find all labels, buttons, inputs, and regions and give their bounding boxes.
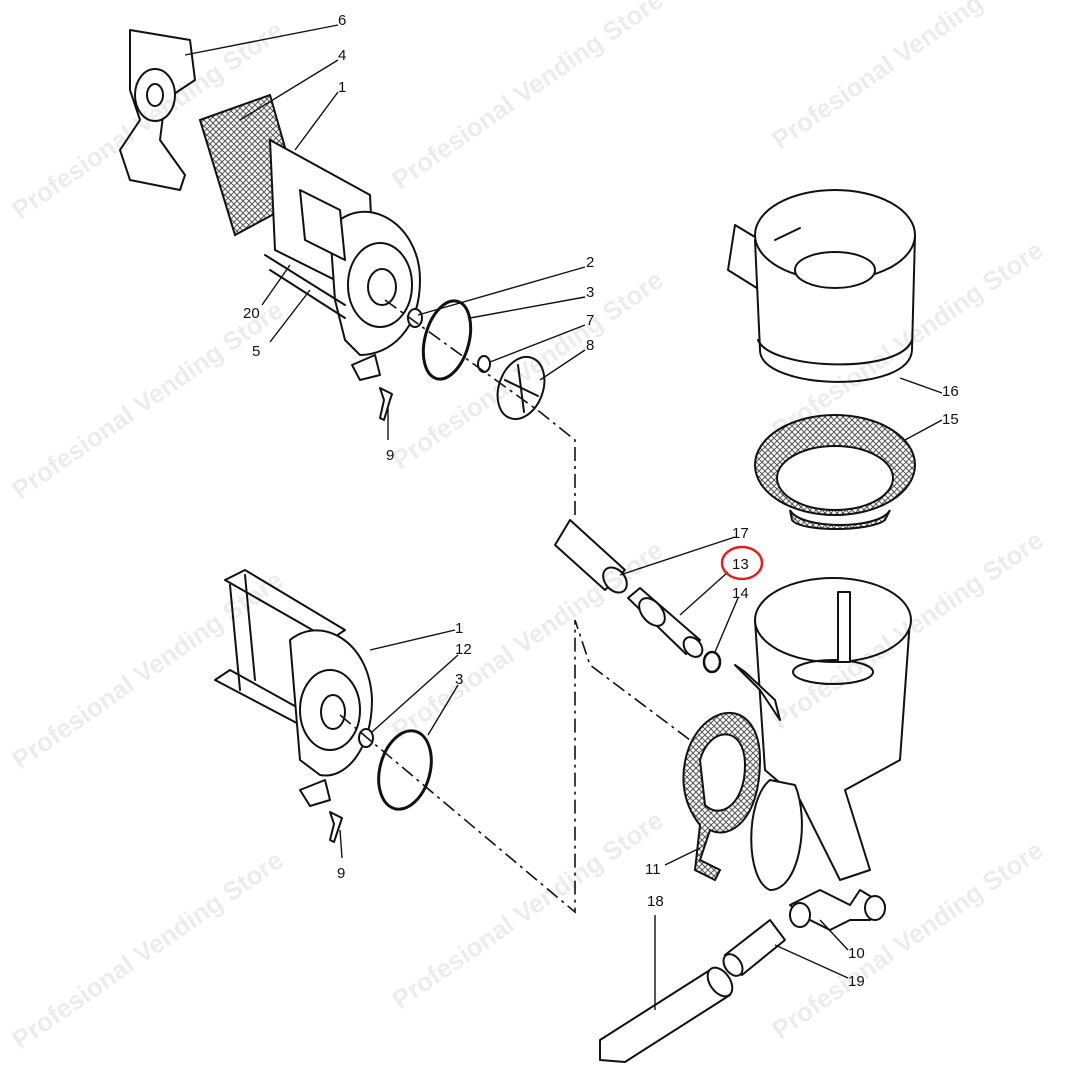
- small-parts-upper: [379, 299, 546, 421]
- label-11: 11: [645, 861, 661, 878]
- label-18: 18: [647, 893, 664, 910]
- part-9-screw: [379, 387, 393, 421]
- svg-text:Profesional Vending Store: Profesional Vending Store: [386, 805, 668, 1015]
- svg-text:Profesional Vending Store: Profesional Vending Store: [386, 535, 668, 745]
- part-18-tube: [599, 966, 734, 1063]
- part-13-fitting: [627, 587, 704, 658]
- label-9: 9: [386, 447, 394, 464]
- leader-lines: [184, 24, 943, 1010]
- label-14: 14: [732, 585, 749, 602]
- svg-text:Profesional Vending Store: Profesional Vending Store: [766, 0, 1048, 155]
- label-6: 6: [338, 12, 346, 29]
- svg-text:Profesional Vending Store: Profesional Vending Store: [6, 565, 288, 775]
- svg-text:Profesional Vending Store: Profesional Vending Store: [766, 835, 1048, 1045]
- part-7-washer: [477, 355, 491, 373]
- axis-line-lower: [339, 619, 691, 914]
- label-4: 4: [338, 47, 346, 64]
- svg-text:Profesional Vending Store: Profesional Vending Store: [6, 845, 288, 1055]
- part-19-tube: [722, 919, 786, 977]
- label-17: 17: [732, 525, 749, 542]
- svg-text:Profesional Vending Store: Profesional Vending Store: [386, 0, 668, 195]
- part-3-oring: [421, 299, 473, 381]
- part-9-screw-lower: [329, 811, 343, 843]
- part-11-clamp: [682, 711, 762, 882]
- label-1-lower: 1: [455, 620, 463, 637]
- upper-motor-assembly: [119, 29, 421, 381]
- axis-line-upper: [384, 299, 576, 520]
- part-10-mixing-bowl: [734, 577, 912, 931]
- part-17-tube: [554, 519, 628, 594]
- label-15: 15: [942, 411, 959, 428]
- lower-motor-assembly: [214, 569, 433, 843]
- label-2: 2: [586, 254, 594, 271]
- label-3-lower: 3: [455, 671, 463, 688]
- label-10: 10: [848, 945, 865, 962]
- label-16: 16: [942, 383, 959, 400]
- part-15-gasket: [754, 414, 916, 530]
- part-2-washer: [407, 308, 423, 328]
- part-14-oring: [702, 650, 722, 674]
- label-19: 19: [848, 973, 865, 990]
- part-3-oring-lower: [377, 729, 433, 811]
- svg-text:Profesional Vending Store: Profesional Vending Store: [6, 295, 288, 505]
- highlight-circle: [720, 545, 764, 581]
- label-20: 20: [243, 305, 260, 322]
- label-7: 7: [586, 312, 594, 329]
- part-16-cup: [727, 189, 916, 383]
- label-1: 1: [338, 79, 346, 96]
- label-9-lower: 9: [337, 865, 345, 882]
- label-13: 13: [732, 556, 749, 573]
- part-labels: 6 4 1 2 3 7 8 9 20 5 16 15 17 13 14 1 12…: [243, 12, 959, 990]
- label-12: 12: [455, 641, 472, 658]
- label-8: 8: [586, 337, 594, 354]
- part-12-washer: [358, 728, 374, 748]
- label-5: 5: [252, 343, 260, 360]
- label-3: 3: [586, 284, 594, 301]
